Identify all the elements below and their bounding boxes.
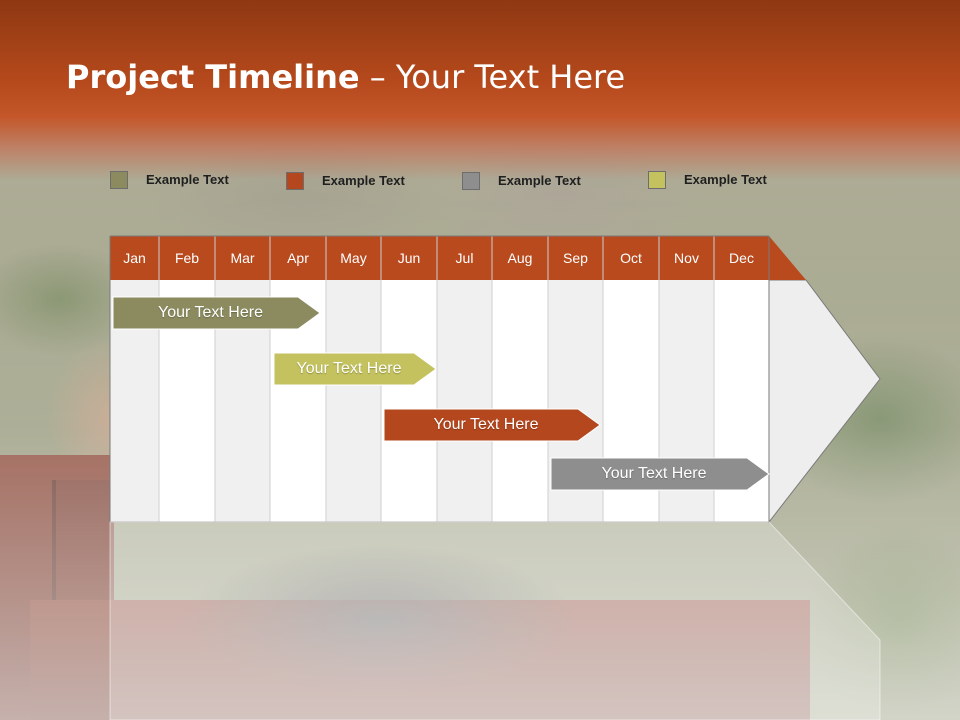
legend-label: Example Text	[684, 172, 767, 187]
legend-swatch	[648, 171, 666, 189]
title-rest: – Your Text Here	[359, 58, 626, 96]
timeline-bar-label: Your Text Here	[296, 360, 402, 377]
timeline-bar	[112, 296, 321, 330]
title-bold: Project Timeline	[66, 58, 360, 96]
timeline-bar-label: Your Text Here	[433, 416, 539, 433]
month-label: Jan	[123, 250, 146, 266]
legend-swatch	[110, 171, 128, 189]
header-band	[0, 0, 960, 180]
month-label: Sep	[563, 250, 588, 266]
month-label: Jul	[455, 250, 474, 266]
timeline-bar-label: Your Text Here	[158, 304, 263, 321]
timeline-bar	[383, 408, 601, 442]
legend-label: Example Text	[146, 172, 229, 187]
month-label: Nov	[674, 250, 699, 266]
month-column	[381, 280, 437, 522]
timeline-bar-label: Your Text Here	[601, 465, 707, 482]
month-column	[437, 280, 492, 522]
legend-label: Example Text	[498, 173, 581, 188]
month-header-band	[110, 236, 806, 280]
month-label: Mar	[230, 250, 255, 266]
legend-swatch	[286, 172, 304, 190]
month-label: Oct	[620, 250, 642, 266]
legend-label: Example Text	[322, 173, 405, 188]
month-label: Apr	[287, 250, 309, 266]
month-label: May	[340, 250, 367, 266]
month-label: Dec	[729, 250, 754, 266]
page-title: Project Timeline – Your Text Here	[66, 58, 625, 96]
timeline-reflection	[109, 521, 881, 720]
month-label: Feb	[174, 250, 200, 266]
month-label: Aug	[507, 250, 533, 266]
timeline-bar	[273, 352, 437, 386]
legend-swatch	[462, 172, 480, 190]
month-column	[326, 280, 381, 522]
timeline-bar	[550, 457, 770, 491]
month-label: Jun	[397, 250, 421, 266]
timeline-arrow-head	[768, 279, 881, 524]
month-column	[492, 280, 548, 522]
